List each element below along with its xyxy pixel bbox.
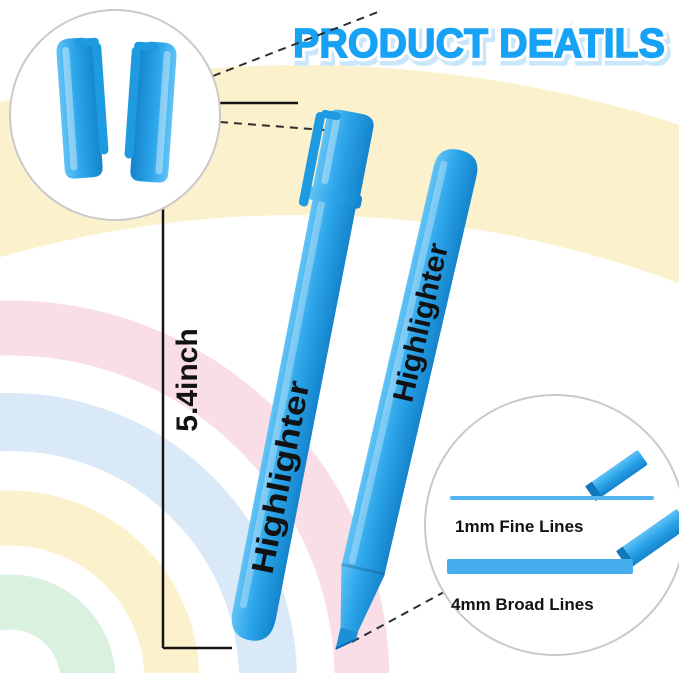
cap-leader-top [212, 11, 379, 77]
tip-callout: 1mm Fine Lines 4mm Broad Lines [424, 394, 679, 656]
pen-body [231, 190, 358, 641]
pen-body [341, 149, 478, 576]
cap-clip [92, 42, 109, 155]
callout-leader-lines [212, 11, 445, 643]
arc-blue [0, 393, 297, 673]
arc-green [0, 574, 116, 673]
page-title: PRODUCT DEATILS PRODUCT DEATILS PRODUCT … [289, 16, 673, 75]
broad-line [447, 559, 633, 574]
cap-leader-bottom [219, 121, 351, 133]
arc-cream-small [0, 490, 200, 673]
pen-cap-right [124, 41, 177, 183]
pen-chisel-edge [335, 638, 357, 650]
pen-cap [312, 109, 374, 200]
cap-clip-bridge [74, 37, 99, 47]
tip-callout-circle [424, 394, 679, 656]
pen-nose-ring [341, 563, 385, 576]
page-title-shadow: PRODUCT DEATILS [296, 24, 668, 70]
fine-line [450, 496, 654, 500]
length-label: 5.4inch [171, 328, 204, 431]
fine-line-label: 1mm Fine Lines [455, 517, 583, 536]
rainbow-background [0, 65, 679, 673]
pen-cap-highlight [321, 115, 341, 185]
pen-brand-label: Highlighter [387, 240, 455, 405]
pen-clip [298, 111, 326, 207]
cap-body [56, 37, 103, 179]
cap-highlight [155, 50, 171, 175]
pen-body-highlight [348, 160, 448, 565]
pen-cap-flange [308, 186, 363, 209]
tip-leader [351, 591, 445, 643]
cap-callout [9, 9, 221, 221]
arc-pink [0, 300, 390, 673]
pen-body-highlight [239, 195, 326, 609]
cap-clip [124, 46, 141, 159]
cap-callout-circle [9, 9, 221, 221]
pen-nose-cone [340, 565, 385, 632]
broad-line-label: 4mm Broad Lines [451, 595, 594, 614]
broad-tip-body [616, 509, 679, 569]
page-title-outline: PRODUCT DEATILS [293, 20, 665, 66]
fine-tip-body [585, 450, 648, 501]
pen-chisel-tip [335, 627, 359, 649]
cap-clip-bridge [134, 41, 159, 51]
cap-highlight [62, 46, 78, 171]
arc-cream-large [0, 65, 679, 284]
page-title-text: PRODUCT DEATILS [293, 20, 665, 66]
cap-body [130, 41, 177, 183]
pen-clip-bridge [321, 109, 341, 121]
pen-cap-left [56, 37, 109, 179]
